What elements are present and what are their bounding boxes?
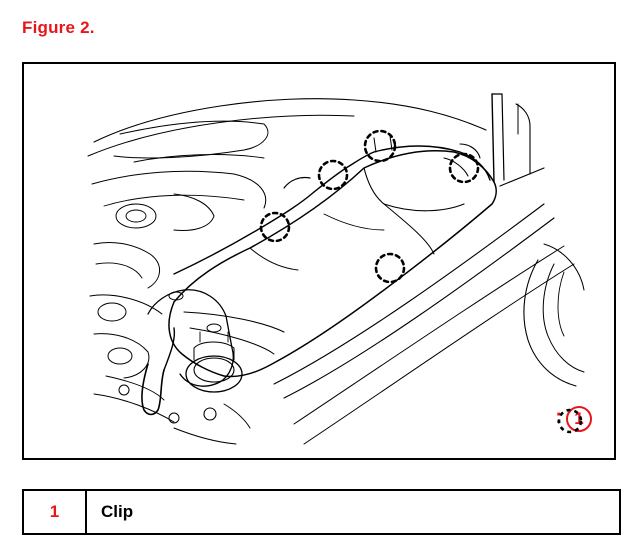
- clip-marker-1: [259, 211, 291, 243]
- table-row: 1 Clip: [22, 489, 621, 535]
- legend-colon: :: [555, 406, 562, 428]
- engine-cover-illustration: [87, 93, 585, 445]
- clip-marker-3: [363, 129, 397, 163]
- legend-key: : 1: [555, 406, 592, 434]
- part-name: Clip: [85, 489, 621, 535]
- clip-marker-4: [448, 152, 480, 184]
- part-number: 1: [22, 489, 87, 535]
- legend-callout-number: 1: [566, 406, 592, 432]
- clip-marker-2: [317, 159, 349, 191]
- parts-table: 1 Clip: [22, 489, 621, 535]
- diagram-frame: : 1: [22, 62, 616, 460]
- figure-title: Figure 2.: [22, 18, 95, 37]
- dashed-circle-icon: [558, 408, 583, 434]
- clip-marker-5: [374, 252, 406, 284]
